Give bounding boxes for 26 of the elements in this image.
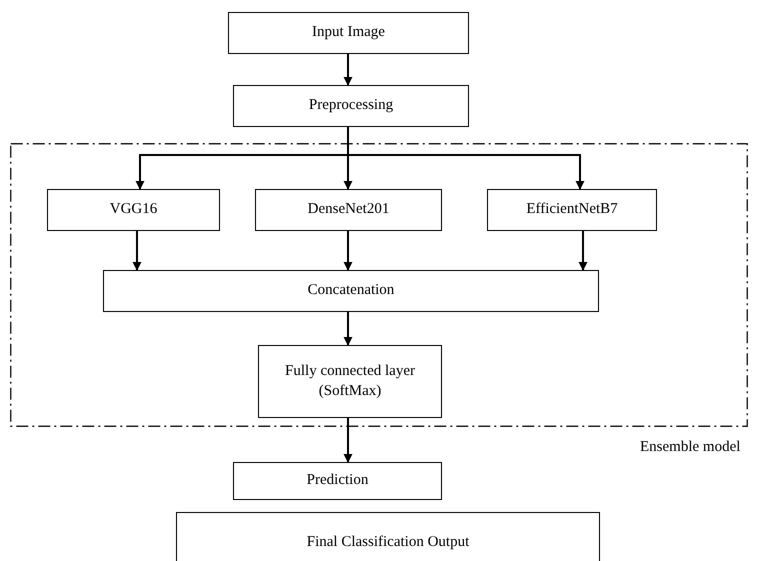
box-label: Preprocessing	[308, 96, 394, 116]
box-label: Input Image	[312, 23, 385, 42]
process-box	[487, 189, 657, 231]
arrow	[344, 418, 352, 463]
box-label: DenseNet201	[308, 200, 390, 220]
process-box	[258, 345, 442, 418]
process-box	[176, 512, 600, 561]
process-box	[47, 189, 220, 231]
box-label: Final Classification Output	[306, 532, 470, 552]
process-box	[255, 189, 442, 231]
process-box	[103, 270, 599, 312]
box-label: EfficientNetB7	[526, 200, 618, 220]
arrow	[344, 231, 352, 271]
arrow	[344, 54, 352, 86]
box-label: VGG16	[110, 200, 158, 220]
arrow	[132, 231, 142, 271]
process-box	[228, 12, 469, 54]
group-caption: Ensemble model	[640, 439, 740, 456]
arrow	[344, 312, 352, 346]
process-box	[233, 462, 442, 500]
box-label: Prediction	[306, 471, 368, 490]
box-label: Fully connected layer (SoftMax)	[284, 362, 416, 400]
arrow	[347, 127, 584, 190]
box-label: Concatenation	[308, 281, 394, 300]
process-box	[233, 85, 469, 127]
arrow	[578, 231, 588, 271]
